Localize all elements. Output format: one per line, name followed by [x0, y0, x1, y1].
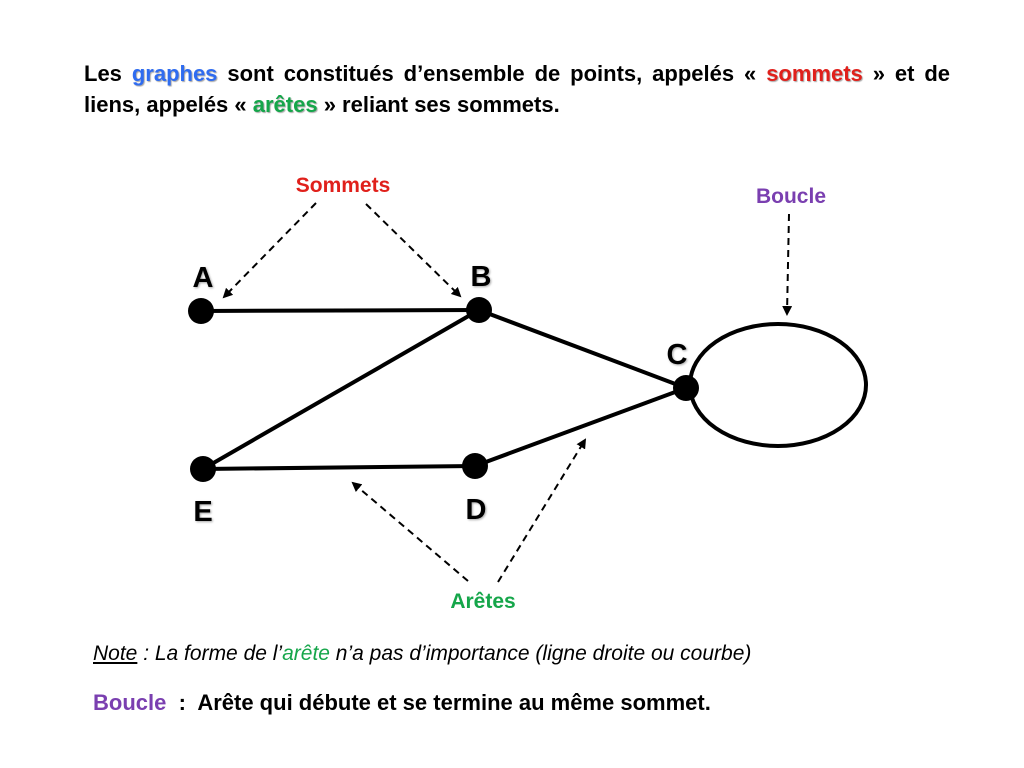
definition-line: Boucle : Arête qui débute et se termine … — [93, 690, 711, 716]
note-text-1: : La forme de l’ — [137, 642, 283, 665]
intro-text-4: » reliant ses sommets. — [317, 92, 560, 117]
definition-text: Arête qui débute et se termine au même s… — [197, 690, 711, 715]
definition-separator: : — [166, 690, 198, 715]
vertex-b — [466, 297, 492, 323]
callout-sommets: Sommets — [296, 174, 391, 197]
arrow-boucle-to-loop — [782, 213, 793, 316]
note-term-arete: arête — [282, 642, 330, 665]
note-label: Note — [93, 642, 138, 665]
callout-boucle: Boucle — [756, 185, 826, 208]
intro-text-3: » et de liens, appelés « — [84, 61, 950, 117]
intro-text-1: Les — [84, 61, 132, 86]
vertex-d — [462, 453, 488, 479]
edge-e-d — [202, 464, 476, 471]
arrow-sommets-to-b — [365, 203, 462, 298]
edge-b-c — [478, 308, 687, 390]
vertex-e — [190, 456, 216, 482]
arrow-sommets-to-a — [222, 202, 317, 299]
callout-aretes: Arêtes — [450, 590, 515, 613]
vertex-label-a: A — [193, 262, 214, 294]
vertex-c — [673, 375, 699, 401]
vertex-label-c: C — [667, 339, 688, 371]
edge-d-c — [474, 386, 687, 468]
vertex-label-d: D — [466, 494, 487, 526]
intro-text-2: sont constitués d’ensemble de points, ap… — [217, 61, 767, 86]
definition-term: Boucle — [93, 690, 167, 715]
arrow-aretes-to-ed — [351, 481, 469, 582]
edge-a-b — [200, 308, 480, 313]
vertex-label-e: E — [193, 496, 212, 528]
term-graphes: graphes — [131, 61, 218, 86]
edge-loop-c — [688, 322, 868, 448]
edge-b-e — [202, 308, 480, 471]
term-aretes: arêtes — [252, 92, 318, 117]
arrow-aretes-to-dc — [497, 438, 587, 583]
vertex-a — [188, 298, 214, 324]
vertex-label-b: B — [471, 261, 492, 293]
intro-paragraph: Les graphes sont constitués d’ensemble d… — [84, 58, 950, 120]
term-sommets: sommets — [766, 61, 863, 86]
note-text-2: n’a pas d’importance (ligne droite ou co… — [329, 642, 752, 665]
note-line: Note : La forme de l’arête n’a pas d’imp… — [93, 642, 751, 666]
